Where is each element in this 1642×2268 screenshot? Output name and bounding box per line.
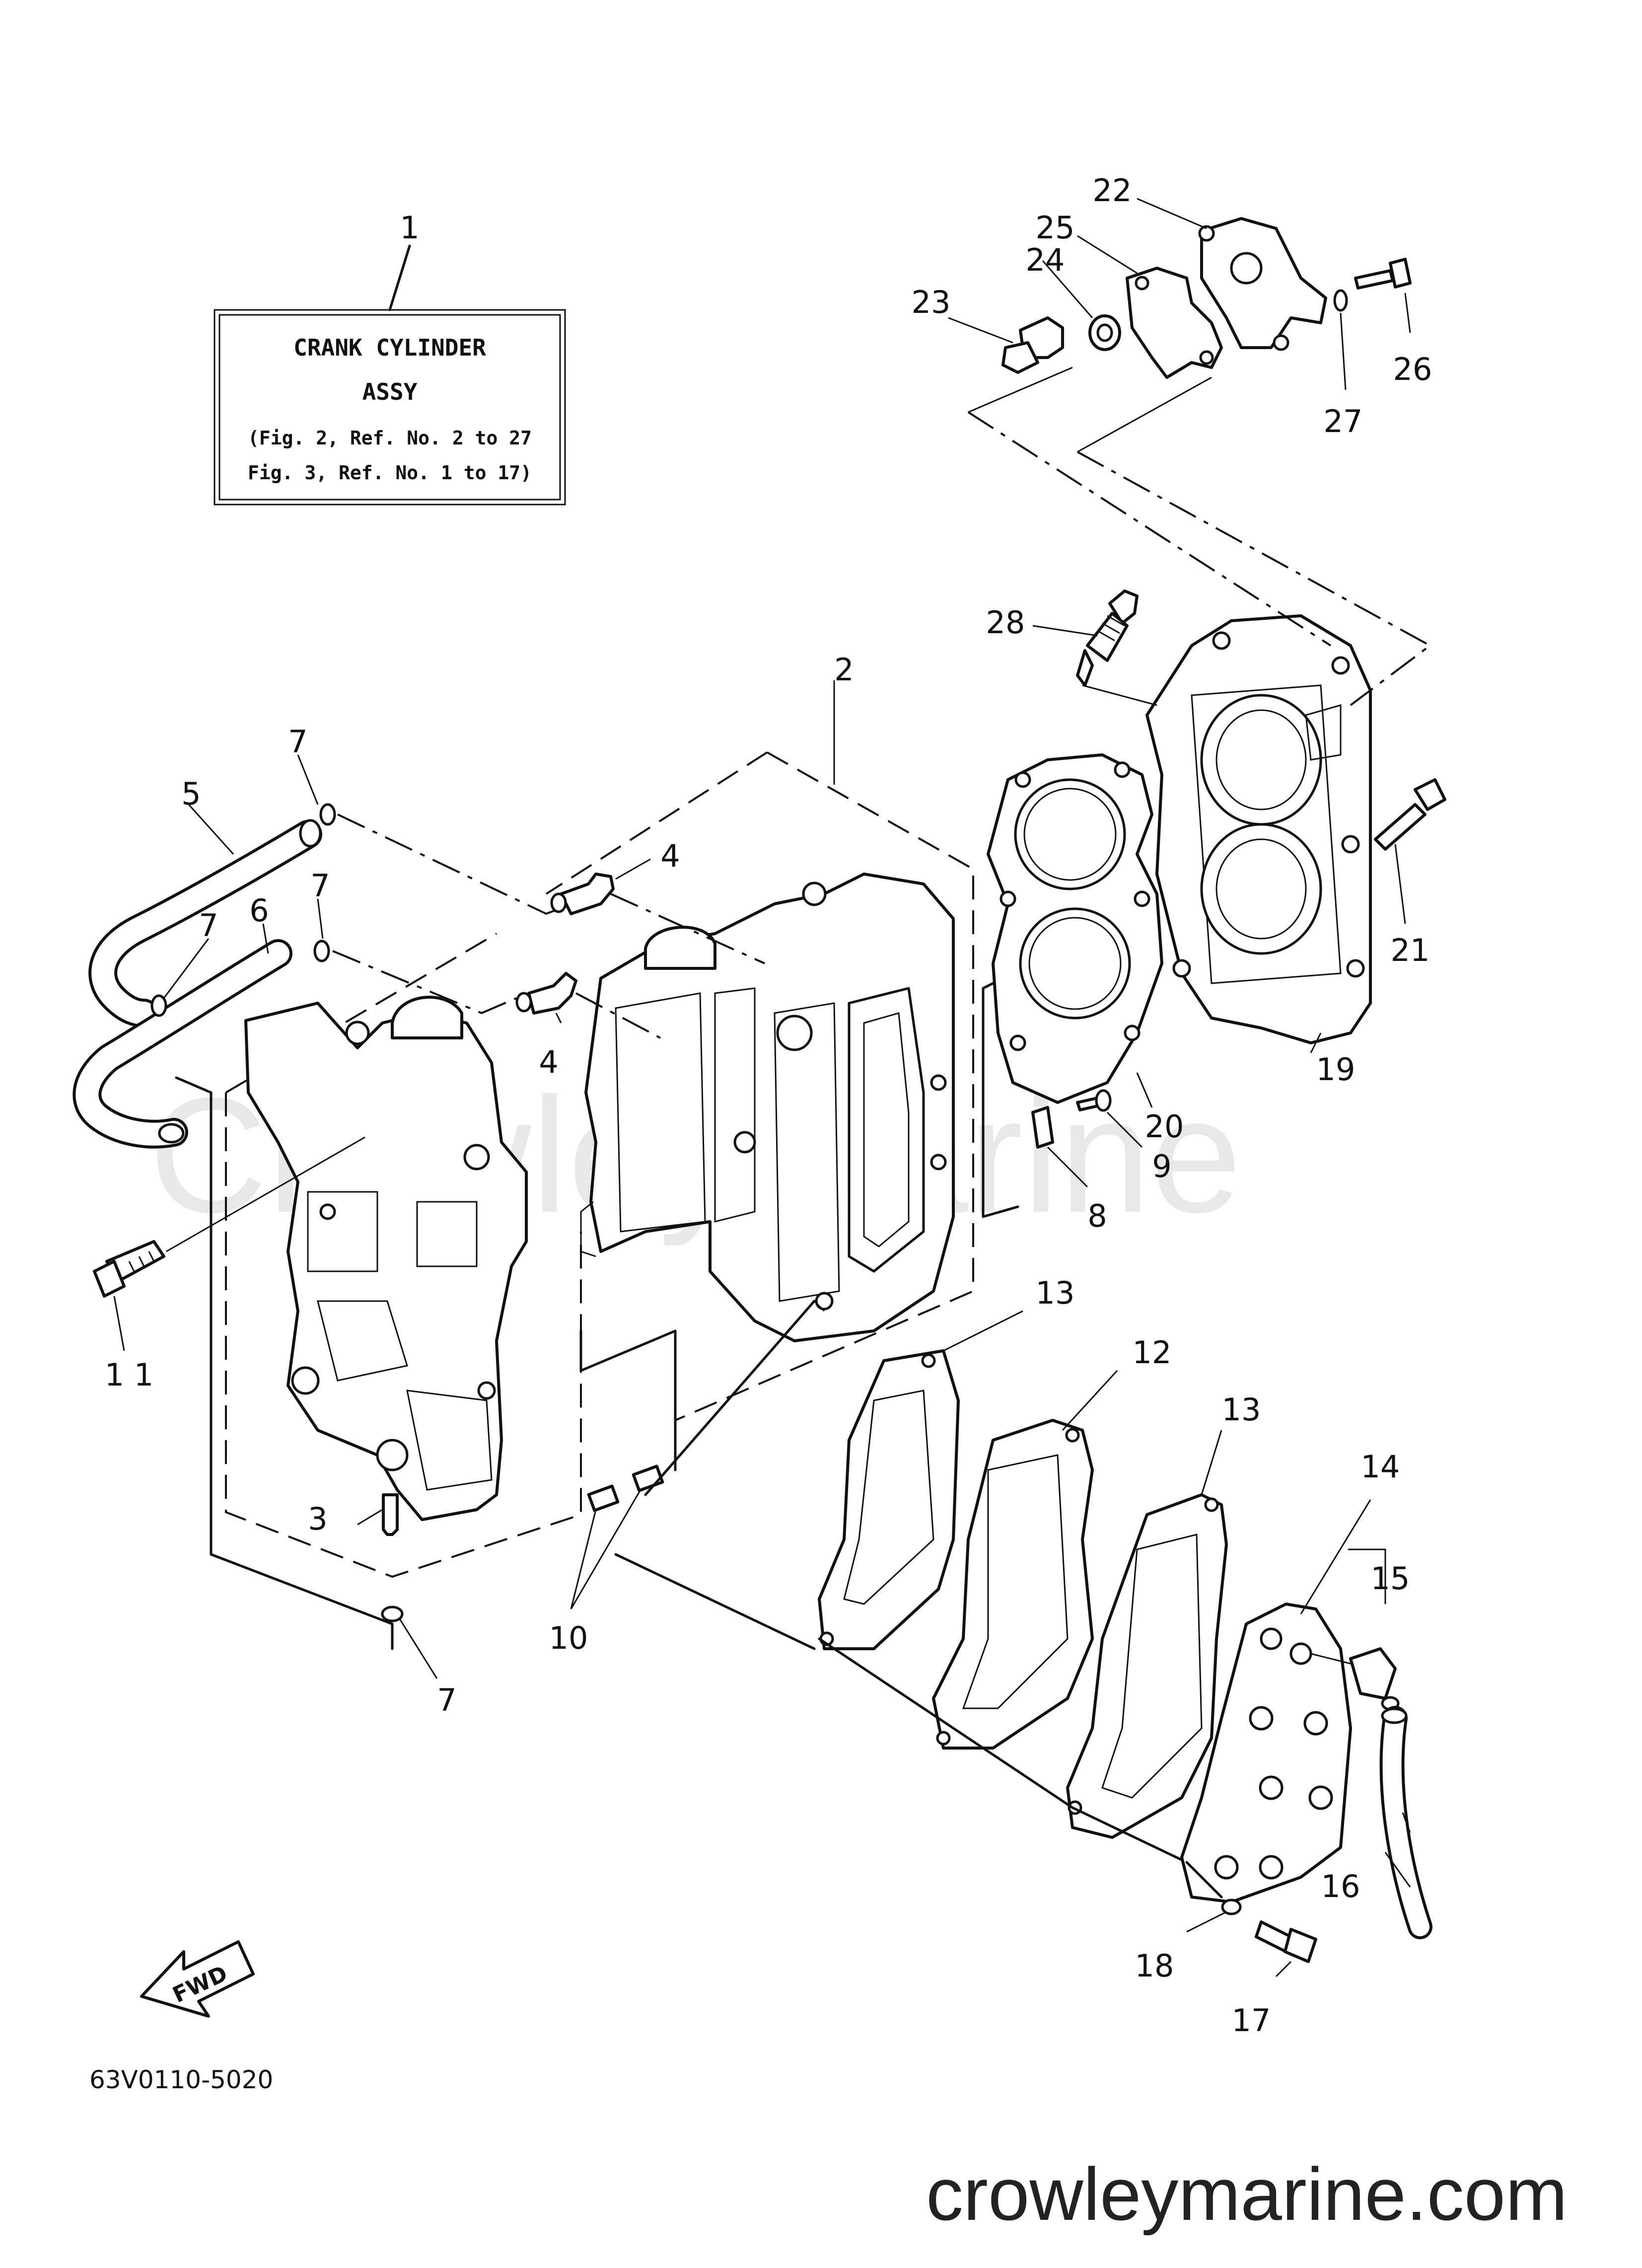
crankcase-half (244, 996, 528, 1521)
assy-line-10d (644, 1300, 816, 1496)
thermostat-cover-22 (1198, 217, 1327, 351)
label-13a: 13 (1036, 1275, 1075, 1311)
clip-7 (150, 803, 404, 1622)
website-footer: crowleymarine.com (926, 2152, 1568, 2236)
label-7d: 7 (437, 1682, 456, 1718)
label-7c: 7 (199, 907, 218, 944)
washer-24 (1088, 314, 1121, 351)
label-13b: 13 (1222, 1391, 1261, 1428)
crank-cylinder-assy-callout: CRANK CYLINDER ASSY (Fig. 2, Ref. No. 2 … (214, 309, 566, 506)
fitting-15-line (1310, 1653, 1351, 1665)
label-4-lower: 4 (539, 1044, 558, 1080)
callout-line-2: ASSY (362, 378, 418, 405)
assy-line-7b (332, 950, 517, 1015)
washer-27 (1333, 289, 1348, 312)
bolt-11 (93, 1240, 165, 1298)
callout-line-1: CRANK CYLINDER (293, 334, 486, 361)
label-1: 1 (400, 210, 419, 246)
assy-line-18 (1185, 1861, 1223, 1899)
fitting-15 (1349, 1647, 1400, 1711)
label-16: 16 (1321, 1868, 1360, 1904)
label-11: 1 1 (105, 1357, 154, 1393)
label-17: 17 (1232, 2002, 1271, 2039)
label-9: 9 (1152, 1148, 1171, 1184)
label-24: 24 (1026, 242, 1065, 278)
label-7b: 7 (310, 868, 330, 904)
head-gasket-20 (987, 753, 1163, 1104)
label-26: 26 (1393, 351, 1432, 387)
label-8: 8 (1087, 1198, 1107, 1234)
assy-line-7c (175, 1076, 394, 1650)
label-25: 25 (1036, 210, 1075, 246)
label-22: 22 (1093, 172, 1132, 209)
fitting-4-upper (550, 873, 615, 915)
washer-18 (1221, 1899, 1242, 1915)
label-15: 15 (1371, 1560, 1410, 1597)
label-28: 28 (986, 604, 1025, 641)
label-5: 5 (181, 776, 201, 812)
assy-line-13 (818, 1637, 1188, 1864)
assy-outline-top (545, 751, 768, 895)
cylinder-head-19 (1145, 614, 1372, 1044)
gasket-13-right (1066, 1493, 1228, 1839)
assy-line-20 (982, 982, 1019, 1218)
label-27: 27 (1324, 403, 1363, 439)
label-4-upper: 4 (660, 838, 680, 874)
gasket-13-left (818, 1349, 960, 1650)
label-20: 20 (1145, 1108, 1184, 1145)
hose-5 (88, 819, 322, 1027)
leader-lines (113, 198, 1411, 1977)
leader-1 (388, 244, 411, 311)
spark-plug-leader-path (1082, 684, 1157, 706)
bolt-21 (1374, 778, 1446, 851)
assy-line-4b (575, 992, 661, 1039)
clip-8 (1031, 1106, 1054, 1149)
hose-6 (72, 939, 292, 1149)
diagram-code: 63V0110-5020 (89, 2065, 273, 2094)
bolt-11-leader-path (166, 1136, 365, 1252)
assy-line-23 (968, 366, 1073, 413)
bolt-17 (1255, 1920, 1317, 1963)
assy-line-10a (579, 1329, 677, 1471)
label-19: 19 (1316, 1051, 1356, 1088)
plate-12 (932, 1419, 1094, 1750)
label-2: 2 (834, 652, 854, 688)
cylinder-block (580, 873, 955, 1342)
spark-plug-28 (1076, 589, 1139, 687)
fwd-arrow-icon: FWD (140, 1940, 255, 2018)
label-6: 6 (249, 892, 269, 929)
label-3: 3 (308, 1501, 327, 1537)
assy-line-10c (614, 1553, 816, 1650)
label-21: 21 (1391, 932, 1430, 968)
assy-outline-left (225, 1093, 582, 1578)
label-7a: 7 (288, 724, 307, 760)
assy-line-4a (610, 893, 765, 964)
label-12: 12 (1133, 1334, 1172, 1371)
assy-line-7a (337, 813, 586, 915)
bolt-9 (1076, 1089, 1112, 1112)
assy-line-23b (967, 411, 1332, 647)
bolt-3 (382, 1493, 399, 1536)
exhaust-cover-14 (1180, 1603, 1352, 1903)
assy-line-25b (1077, 451, 1432, 706)
callout-line-3: (Fig. 2, Ref. No. 2 to 27 (248, 427, 532, 449)
assy-line-13b (813, 1300, 825, 1312)
fitting-4-lower (515, 972, 577, 1015)
label-10: 10 (549, 1620, 588, 1656)
label-14: 14 (1361, 1449, 1400, 1485)
callout-line-4: Fig. 3, Ref. No. 1 to 17) (248, 462, 532, 484)
bracket-14-15 (1348, 1548, 1386, 1604)
label-18: 18 (1135, 1948, 1174, 1984)
thermostat-gasket-25 (1126, 267, 1223, 379)
thermostat-23 (1001, 316, 1064, 374)
label-23: 23 (912, 284, 951, 320)
assy-outline-right (675, 751, 974, 1421)
hose-16 (1379, 1706, 1432, 1939)
assy-line-25 (1077, 376, 1212, 453)
bolt-26 (1354, 258, 1412, 290)
